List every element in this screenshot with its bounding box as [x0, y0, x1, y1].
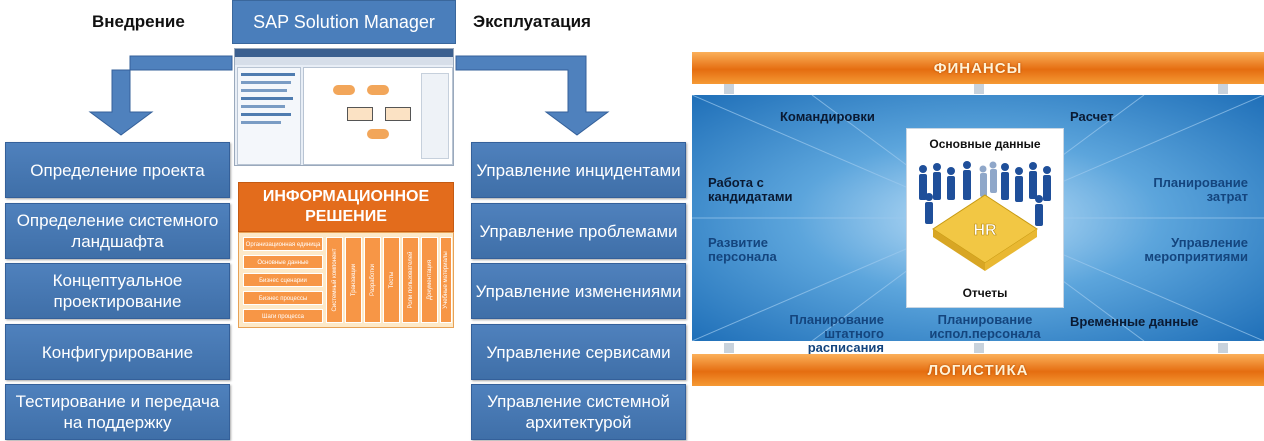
master-data-label: Основные данные [929, 137, 1041, 151]
hr-badge-text: HR [973, 222, 997, 239]
step-configuration: Конфигурирование [5, 324, 230, 380]
hr-center-card: Основные данные HR Отчеты [906, 128, 1064, 308]
matrix-column: Документация [421, 237, 438, 323]
matrix-row: Основные данные [243, 255, 323, 269]
solution-manager-screenshot [234, 48, 454, 166]
matrix-column: Учебные материалы [440, 237, 452, 323]
information-solution-matrix: Организационная единица Основные данные … [238, 232, 454, 328]
step-project-definition: Определение проекта [5, 142, 230, 198]
matrix-column: Роли пользователей [402, 237, 419, 323]
label-travel: Командировки [780, 109, 875, 124]
step-change-management: Управление изменениями [471, 263, 686, 319]
label-cost-planning: Планирование затрат [1153, 175, 1248, 204]
reports-label: Отчеты [962, 286, 1008, 300]
step-incident-management: Управление инцидентами [471, 142, 686, 198]
step-system-landscape: Определение системного ландшафта [5, 203, 230, 259]
label-development: Развитие персонала [708, 235, 777, 264]
matrix-row: Бизнес сценарии [243, 273, 323, 287]
label-events: Управление мероприятиями [1144, 235, 1248, 264]
left-flow-arrow [88, 55, 233, 136]
matrix-column: Разработки [364, 237, 381, 323]
matrix-column: Системный компонент [326, 237, 343, 323]
hr-people-illustration: HR [919, 161, 1051, 271]
step-architecture-management: Управление системной архитектурой [471, 384, 686, 440]
label-payroll: Расчет [1070, 109, 1114, 124]
matrix-row: Организационная единица [243, 237, 323, 251]
matrix-column: Транзакции [345, 237, 362, 323]
flow-arrows [88, 55, 610, 136]
step-service-management: Управление сервисами [471, 324, 686, 380]
sap-solution-manager-title: SAP Solution Manager [232, 0, 456, 44]
label-workforce: Планирование испол.персонала [929, 312, 1041, 341]
matrix-row: Бизнес процессы [243, 291, 323, 305]
right-flow-arrow [455, 55, 610, 136]
operation-heading: Эксплуатация [473, 12, 591, 31]
label-staffing: Планирование штатного расписания [789, 312, 884, 355]
logistics-bar: ЛОГИСТИКА [692, 354, 1264, 386]
label-recruiting: Работа с кандидатами [708, 175, 793, 204]
finance-bar: ФИНАНСЫ [692, 52, 1264, 84]
label-time-data: Временные данные [1070, 314, 1199, 329]
matrix-column: Тесты [383, 237, 400, 323]
implementation-heading: Внедрение [92, 12, 185, 31]
matrix-row: Шаги процесса [243, 309, 323, 323]
information-solution-title: ИНФОРМАЦИОННОЕ РЕШЕНИЕ [238, 182, 454, 232]
step-testing-handover: Тестирование и передача на поддержку [5, 384, 230, 440]
step-conceptual-design: Концептуальное проектирование [5, 263, 230, 319]
step-problem-management: Управление проблемами [471, 203, 686, 259]
